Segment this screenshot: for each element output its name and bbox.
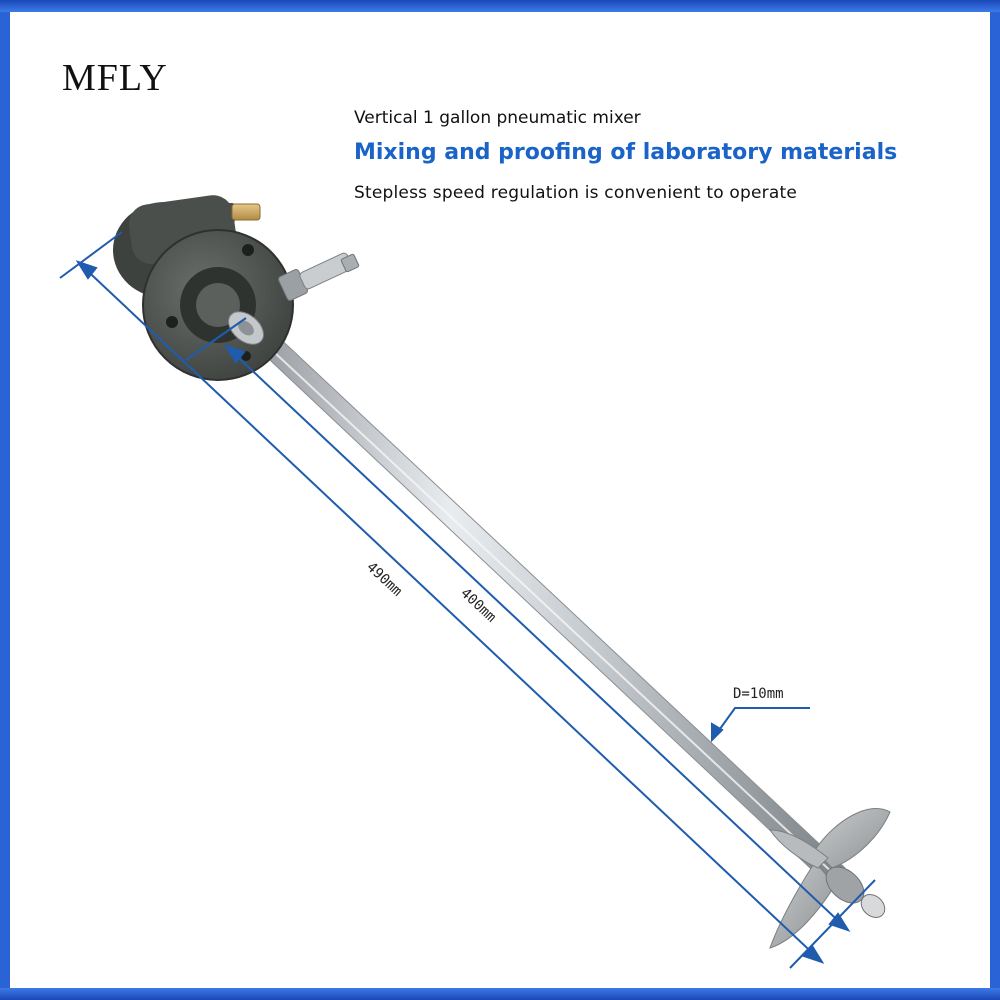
- air-inlet-fitting: [278, 252, 360, 301]
- propeller-blade: [769, 807, 891, 949]
- overall-length-label: 490mm: [363, 559, 405, 599]
- mounting-hole: [166, 316, 178, 328]
- dimension-line-shaft: [185, 317, 851, 932]
- shaft-length-label: 400mm: [457, 585, 499, 625]
- exhaust-muffler: [205, 203, 261, 223]
- pneumatic-motor: [113, 195, 294, 381]
- headline-line-3: Stepless speed regulation is convenient …: [354, 183, 797, 203]
- brand-logo-text: MFLY: [62, 57, 168, 99]
- dimension-leader-diameter: [711, 707, 810, 743]
- mounting-hole: [242, 244, 254, 256]
- mixing-shaft: [237, 317, 846, 883]
- shaft-diameter-label: D=10mm: [733, 686, 784, 702]
- headline-line-2: Mixing and proofing of laboratory materi…: [354, 140, 898, 165]
- headline-line-1: Vertical 1 gallon pneumatic mixer: [354, 108, 641, 128]
